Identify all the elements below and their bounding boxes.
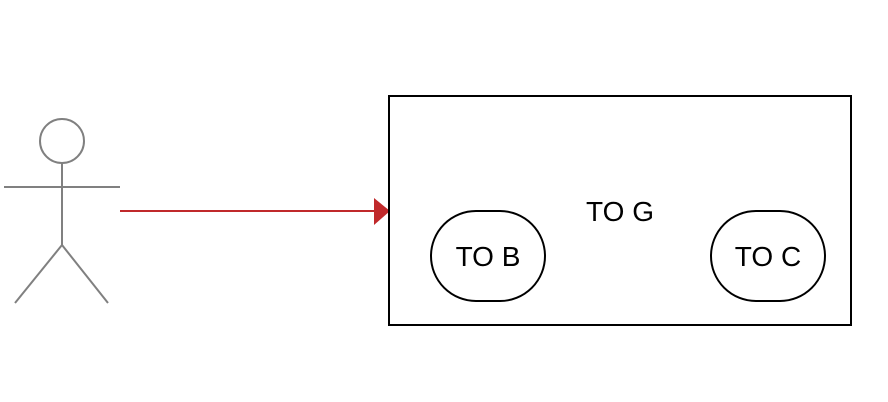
system-label: TO G bbox=[586, 196, 654, 227]
actor-right-leg bbox=[61, 244, 109, 304]
actor-head bbox=[39, 118, 85, 164]
actor-figure bbox=[4, 118, 120, 304]
node-to-b bbox=[430, 210, 546, 302]
actor-left-leg bbox=[14, 244, 63, 304]
association-arrow bbox=[120, 198, 390, 225]
node-to-b-label: TO B bbox=[456, 241, 521, 272]
node-to-c-label: TO C bbox=[735, 241, 801, 272]
arrow-head bbox=[374, 198, 390, 225]
node-to-c bbox=[710, 210, 826, 302]
